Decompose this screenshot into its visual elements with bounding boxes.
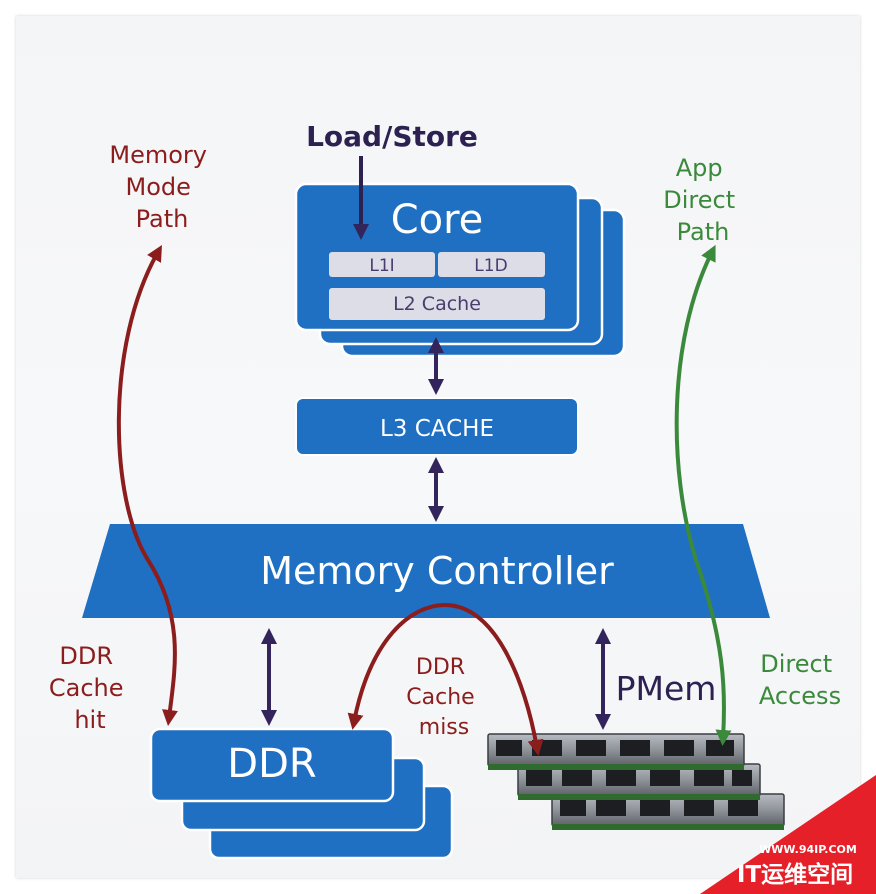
memory-controller-label: Memory Controller: [260, 549, 614, 593]
ddr-box: [149, 727, 395, 803]
pmem-modules: [487, 733, 785, 830]
core-title: Core: [391, 197, 484, 243]
ddr-cache-miss-label: DDR Cache miss: [406, 655, 481, 740]
l2-label: L2 Cache: [393, 293, 481, 315]
load-store-label: Load/Store: [306, 120, 478, 153]
l3-cache-label: L3 CACHE: [380, 416, 494, 442]
l1d-cell: [438, 252, 545, 277]
ddr-label: DDR: [227, 741, 316, 787]
pmem-dimm-2: [517, 763, 761, 800]
watermark-title: IT运维空间: [737, 861, 853, 888]
core-stack: Core L1I L1D L2 Cache: [294, 182, 626, 358]
watermark-badge: WWW.94IP.COM IT运维空间: [700, 775, 876, 894]
memory-mode-path-label: Memory Mode Path: [109, 141, 214, 233]
app-direct-path-arrow: [674, 244, 732, 746]
watermark-triangle: [700, 775, 876, 894]
ddr-cache-hit-label: DDR Cache hit: [49, 642, 131, 734]
l3-cache-box: [295, 397, 579, 456]
memory-mode-path-arrow: [116, 245, 178, 726]
l1i-label: L1I: [369, 256, 394, 276]
direct-access-label: Direct Access: [759, 650, 841, 710]
pmem-dimm-1: [487, 733, 745, 770]
pmem-dimm-3: [551, 793, 785, 830]
pmem-label: PMem: [616, 669, 717, 708]
memory-controller-box: [82, 524, 770, 618]
l2-cell: [329, 288, 545, 320]
ddr-cache-miss-arrow: [347, 602, 544, 756]
ddr-stack: DDR: [149, 727, 454, 860]
watermark-url: WWW.94IP.COM: [759, 843, 857, 856]
l1i-cell: [329, 252, 435, 277]
app-direct-path-label: App Direct Path: [663, 154, 743, 246]
l1d-label: L1D: [474, 256, 507, 276]
